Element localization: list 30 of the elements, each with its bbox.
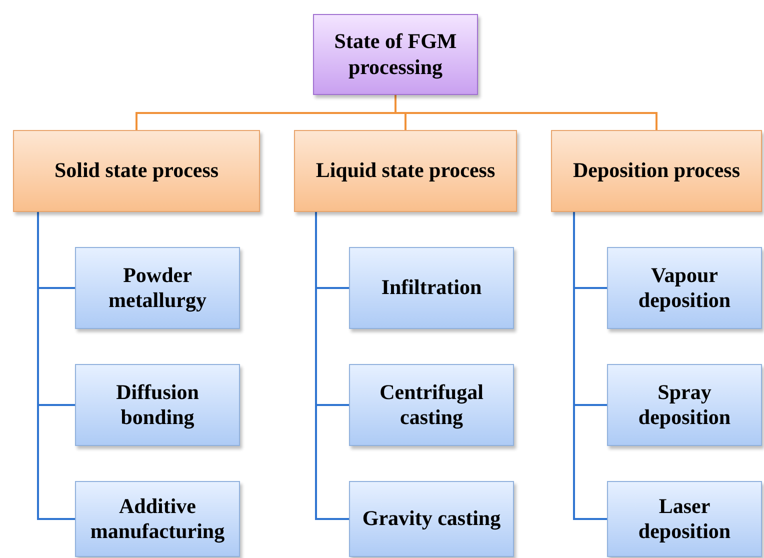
process-box (349, 364, 514, 446)
process-box (75, 364, 240, 446)
process-box (13, 130, 260, 212)
box-label: Additive manufacturing (89, 494, 226, 544)
process-box (294, 130, 517, 212)
box-label: Infiltration (381, 275, 482, 301)
process-box (607, 364, 762, 446)
process-box (349, 481, 514, 557)
process-box (349, 247, 514, 329)
process-box (607, 481, 762, 557)
process-box (313, 14, 478, 95)
process-box (75, 481, 240, 557)
box-label: State of FGM processing (333, 29, 458, 80)
box-label: Spray deposition (637, 380, 732, 430)
process-box (607, 247, 762, 329)
box-label: Solid state process (54, 158, 219, 184)
connector-line (394, 95, 658, 130)
box-label: Deposition process (572, 158, 740, 184)
box-label: Diffusion bonding (115, 380, 200, 430)
box-label: Powder metallurgy (108, 262, 208, 314)
process-box (75, 247, 240, 329)
connector-line (315, 212, 349, 520)
box-label: Laser deposition (637, 494, 732, 544)
connector-line (573, 212, 607, 520)
connector-line (37, 212, 75, 520)
box-label: Gravity casting (362, 506, 501, 532)
box-label: Centrifugal casting (378, 380, 484, 430)
box-label: Liquid state process (316, 158, 496, 184)
box-label: Vapour deposition (637, 262, 732, 314)
process-box (551, 130, 762, 212)
